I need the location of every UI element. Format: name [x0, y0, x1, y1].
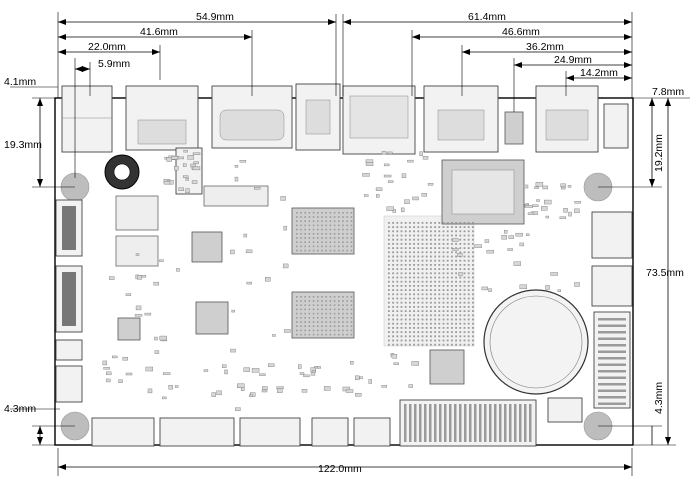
rtc-battery	[483, 289, 589, 395]
dim-top-right-1: 61.4mm	[468, 11, 506, 23]
dim-right-offset: 7.8mm	[652, 86, 684, 98]
dimension-lines	[10, 12, 690, 476]
dim-right-height-top: 19.2mm	[653, 134, 665, 172]
dim-top-right-5: 14.2mm	[580, 67, 618, 79]
sata-connector-2	[159, 417, 235, 447]
dim-top-right-3: 36.2mm	[526, 41, 564, 53]
usb-connector	[61, 85, 113, 153]
dim-top-right-4: 24.9mm	[554, 54, 592, 66]
dim-top-left-1: 54.9mm	[196, 11, 234, 23]
dim-bottom-width: 122.0mm	[318, 463, 362, 475]
sata-connector-1	[91, 417, 155, 447]
dim-left-height-top: 19.3mm	[4, 139, 42, 151]
dim-top-left-3: 22.0mm	[88, 41, 126, 53]
pin-header-bottom	[399, 399, 537, 447]
dim-top-left-2: 41.6mm	[140, 26, 178, 38]
dim-top-left-4: 5.9mm	[98, 58, 130, 70]
power-connector	[603, 103, 629, 149]
ic-qfp-small	[191, 231, 223, 263]
ic-soic	[203, 185, 269, 207]
dim-right-height-bottom: 4.3mm	[653, 382, 665, 414]
dim-top-right-2: 46.6mm	[502, 26, 540, 38]
reset-switch	[504, 111, 524, 145]
bga-pad-field	[383, 215, 475, 347]
sata-connector-3	[239, 417, 301, 447]
dim-right-total: 73.5mm	[646, 267, 684, 279]
dim-left-offset: 4.1mm	[4, 76, 36, 88]
dim-left-height-bottom: 4.3mm	[4, 403, 36, 415]
